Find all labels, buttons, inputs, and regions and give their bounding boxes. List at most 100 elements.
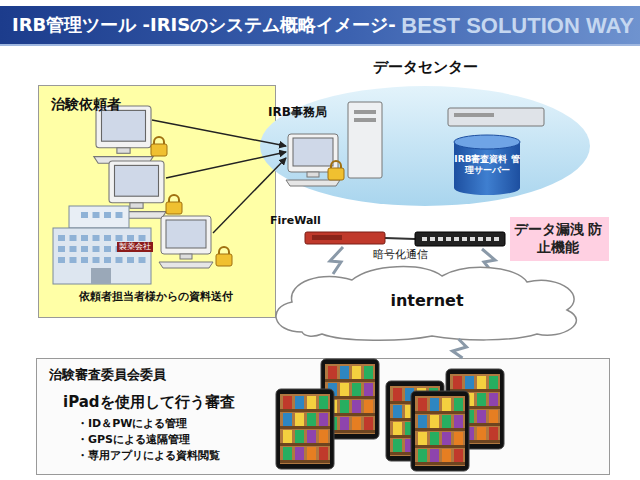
port [438, 237, 443, 241]
node-box: IRB事務局 [266, 102, 391, 184]
shape [283, 396, 292, 409]
shape [81, 235, 88, 241]
shape [58, 257, 65, 263]
shape [216, 247, 232, 266]
shape [116, 235, 123, 241]
shape [340, 383, 349, 396]
shape [70, 246, 77, 252]
shape [415, 396, 465, 466]
cable [385, 238, 415, 239]
shape [117, 148, 130, 154]
shape [442, 449, 451, 462]
port [462, 237, 467, 241]
shape [139, 257, 146, 263]
shape [116, 212, 123, 218]
shape [415, 462, 465, 465]
port [470, 237, 475, 241]
shape [295, 430, 304, 443]
shape [307, 413, 316, 426]
shape [102, 110, 146, 141]
arrow-line [213, 158, 286, 233]
shape [69, 206, 129, 228]
shape [477, 393, 486, 406]
shape [454, 398, 463, 411]
shape [352, 383, 361, 396]
shape [139, 235, 146, 241]
shape [430, 449, 439, 462]
shape [276, 389, 334, 469]
node-text: ・ID＆PWによる管理 [77, 417, 187, 431]
building-sign: 製薬会社 [117, 242, 153, 252]
shape [295, 413, 304, 426]
shape [454, 113, 494, 117]
node-heading: internet [262, 291, 592, 311]
node-box: IRB審査資料 管理サーバー [440, 102, 550, 197]
shape [70, 235, 77, 241]
shape [489, 393, 498, 406]
shape [354, 110, 376, 114]
shape [364, 400, 373, 413]
shape [454, 142, 520, 195]
shape [418, 398, 427, 411]
shape [295, 447, 304, 460]
shape [91, 268, 111, 284]
shape [319, 396, 328, 409]
shape [340, 417, 349, 430]
shape [280, 460, 330, 463]
shape [393, 405, 402, 418]
firewall-port [312, 235, 342, 240]
node-heading: IRB事務局 [268, 105, 327, 120]
shape [328, 161, 344, 180]
shape [166, 202, 182, 214]
illustration [440, 102, 550, 197]
shape [430, 398, 439, 411]
shape [415, 411, 465, 414]
port [494, 237, 499, 241]
shape [442, 415, 451, 428]
switch-ports [422, 237, 499, 241]
shape [161, 216, 211, 254]
shape [319, 447, 328, 460]
shape [415, 428, 465, 431]
shape [477, 410, 486, 423]
shape [104, 235, 111, 241]
shape [393, 388, 402, 401]
cloud-shape: internet [262, 262, 595, 342]
shape [442, 432, 451, 445]
shape [354, 118, 376, 122]
connector [453, 339, 467, 358]
arrow-line [166, 152, 286, 178]
shape [448, 108, 544, 126]
shape [393, 439, 402, 452]
shape [293, 138, 333, 166]
shape [393, 422, 402, 435]
shape [93, 235, 100, 241]
shape [307, 430, 316, 443]
shape [53, 228, 151, 284]
shape [70, 257, 77, 263]
shape [104, 212, 111, 218]
shape [454, 415, 463, 428]
node-text: ・GPSによる遠隔管理 [77, 433, 190, 447]
port [430, 237, 435, 241]
shape [104, 246, 111, 252]
device-label: FireWall [270, 214, 321, 228]
shape [319, 413, 328, 426]
shape [465, 376, 474, 389]
port [454, 237, 459, 241]
shape [280, 409, 330, 412]
shape [283, 447, 292, 460]
shape [104, 257, 111, 263]
switch-device [415, 232, 505, 246]
node-heading: データ漏洩 防止機能 [510, 221, 606, 256]
port [478, 237, 483, 241]
shape [81, 246, 88, 252]
shape [58, 246, 65, 252]
shape [116, 257, 123, 263]
shape [307, 172, 319, 177]
shape [307, 396, 316, 409]
shape [325, 379, 375, 382]
watermark: BEST SOLUTION WAY [401, 12, 634, 40]
shape [446, 369, 504, 449]
node-text: 依頼者担当者様からの資料送付 [39, 290, 273, 304]
